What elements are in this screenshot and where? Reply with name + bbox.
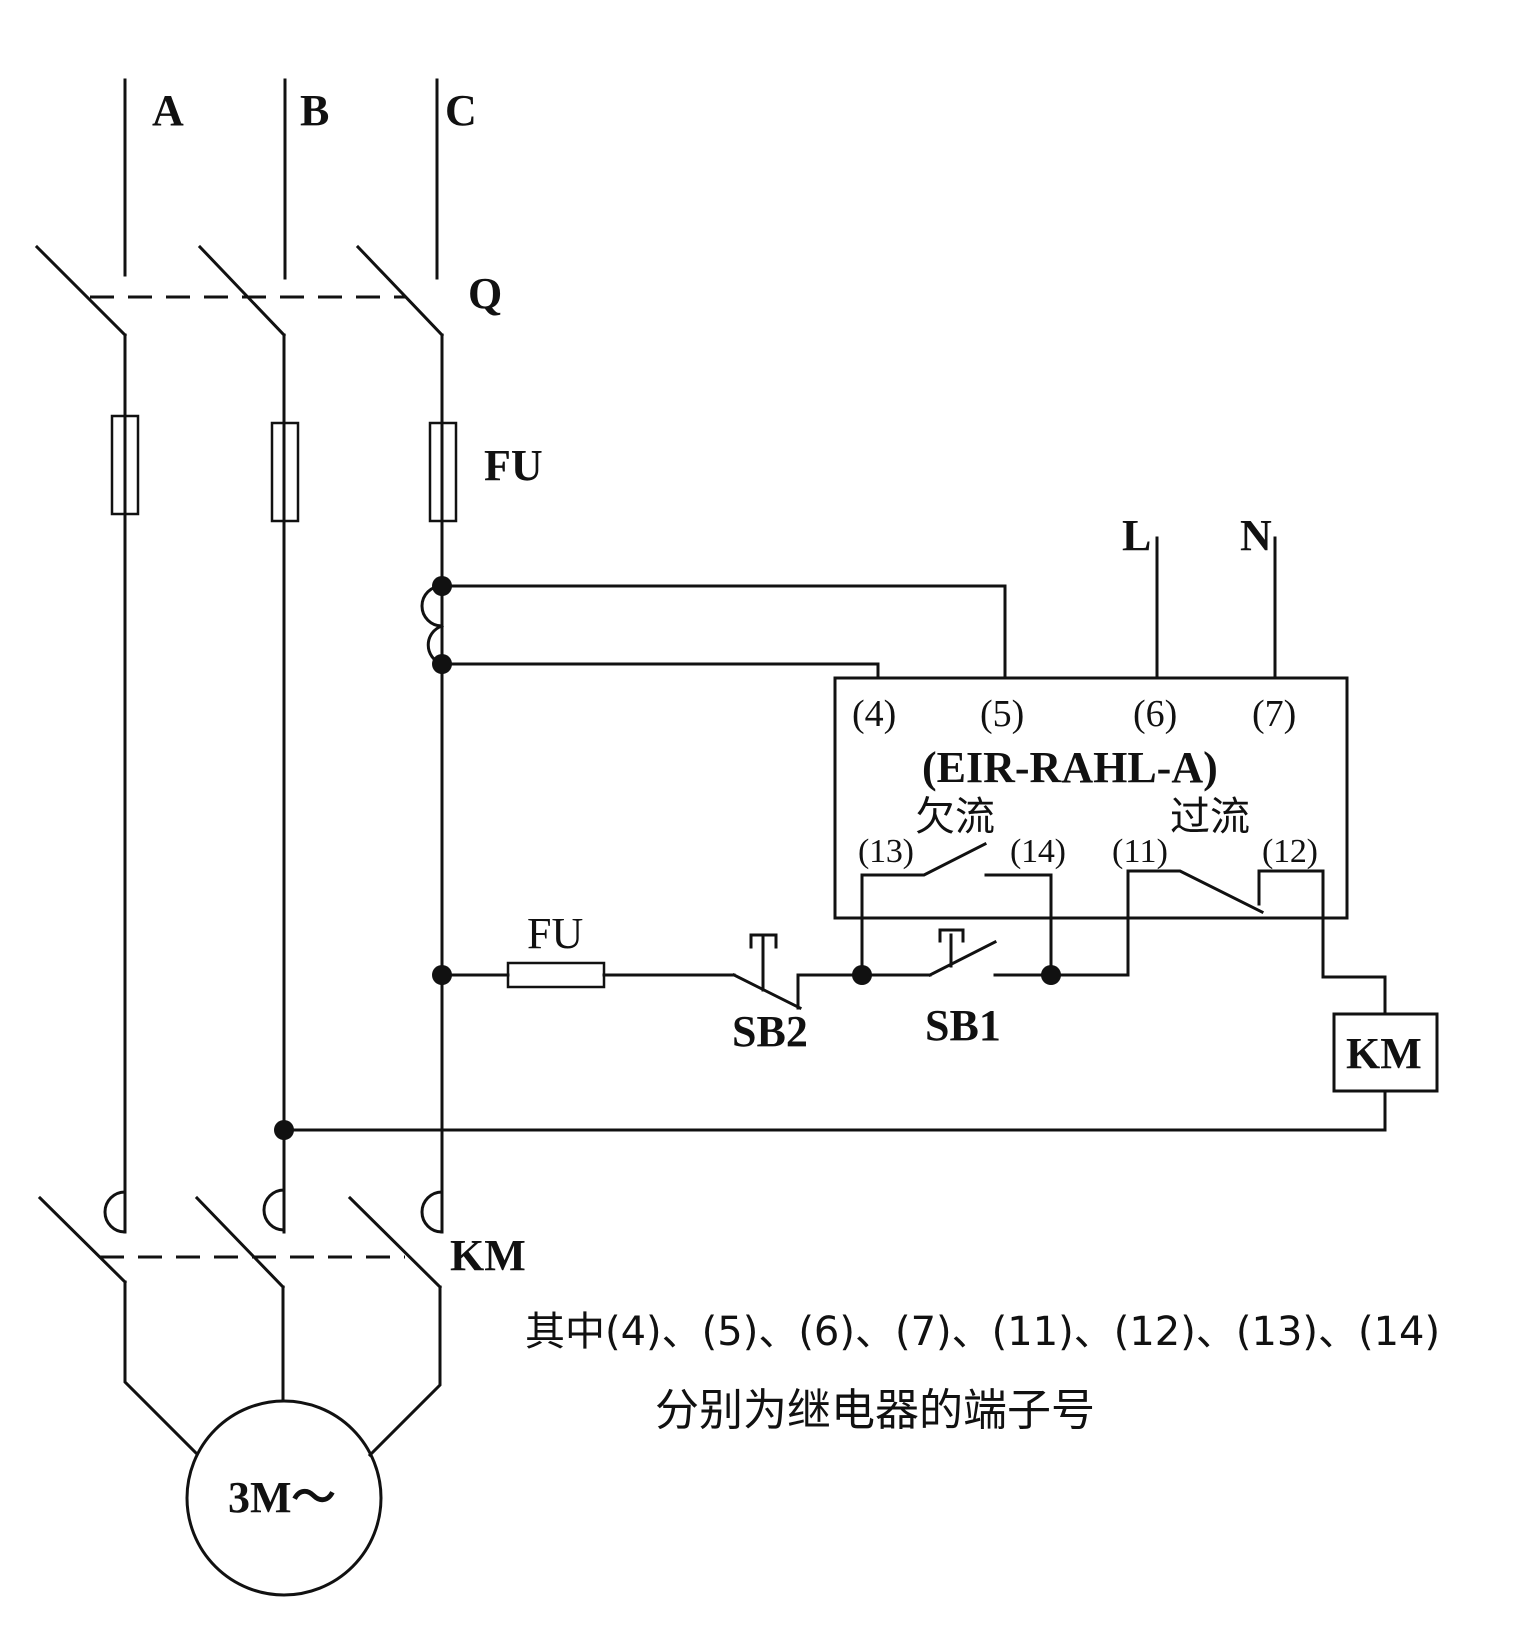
relay-terminal-7: (7) [1252,693,1296,735]
coil-return-wire [282,1089,1387,1132]
current-transformer-icon [420,584,444,666]
stop-button-label: SB2 [732,1007,808,1056]
control-fuse-label: FU [527,909,583,958]
overcurrent-contact [1051,869,1325,977]
relay-terminal-6: (6) [1133,693,1177,735]
relay-terminal-4: (4) [852,693,896,735]
relay-terminal-12: (12) [1262,833,1318,870]
contactor-main-contacts [37,1188,444,1290]
isolator-label: Q [468,269,502,318]
motor-label: 3M～ [228,1473,336,1522]
main-fuse-label: FU [484,441,543,490]
phase-label-c: C [445,86,477,135]
note-line-1: 其中(4)、(5)、(6)、(7)、(11)、(12)、(13)、(14) [525,1309,1440,1355]
stop-button-sb2 [731,933,864,1011]
relay-terminal-11: (11) [1112,833,1168,870]
note-line-2: 分别为继电器的端子号 [655,1385,1095,1436]
relay-terminal-13: (13) [858,833,914,870]
relay-terminal-5: (5) [980,693,1024,735]
supply-lines [123,78,439,280]
motor-leads [123,1280,442,1458]
live-label: L [1122,511,1151,560]
current-relay-box [833,676,1349,920]
neutral-label: N [1240,511,1272,560]
relay-terminal-14: (14) [1010,833,1066,870]
ct-lead-to-t4 [440,662,880,680]
junction-dot [274,1120,294,1140]
phase-label-b: B [300,86,329,135]
junction-dot [1041,965,1061,985]
overcurrent-label: 过流 [1170,794,1250,840]
start-button-label: SB1 [925,1001,1001,1050]
start-button-sb1 [860,928,1053,978]
motor-icon [185,1399,383,1597]
phase-conductors [123,408,444,1234]
relay-model-label: (EIR-RAHL-A) [922,743,1218,792]
coil-feed-wire [1321,916,1387,1016]
contactor-coil-label: KM [1346,1029,1422,1078]
contactor-main-label: KM [450,1231,526,1280]
ct-lead-to-t5 [440,584,1007,680]
undercurrent-contact [860,841,1053,977]
undercurrent-label: 欠流 [915,794,995,840]
control-fuse [506,961,606,989]
isolator-switch-q [34,244,445,425]
phase-label-a: A [152,86,184,135]
